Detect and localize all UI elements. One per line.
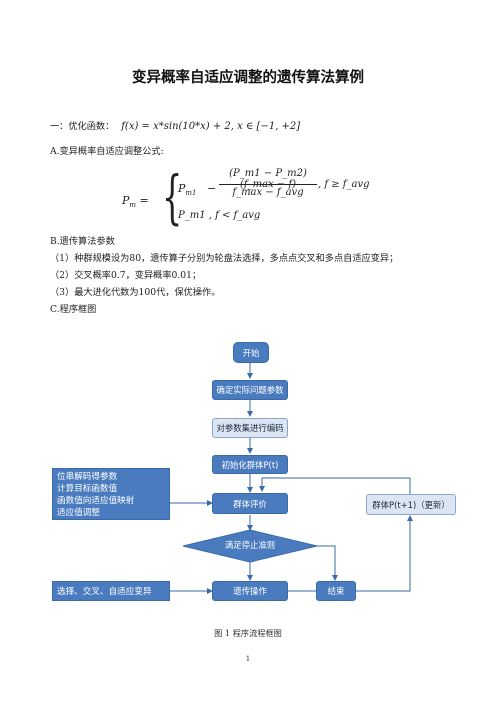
note-compute-objective: 计算目标函数值 bbox=[57, 484, 118, 494]
figure-caption: 图 1 程序流程框图 bbox=[214, 628, 282, 638]
section-c-heading: C.程序框图 bbox=[50, 304, 97, 315]
param-item-3: （3）最大进化代数为100代，保优操作。 bbox=[50, 287, 221, 298]
step-evaluate-population: 群体评价 bbox=[212, 493, 288, 514]
case1-lead: Pm1 bbox=[178, 182, 197, 198]
problem-prefix: 一：优化函数： bbox=[50, 121, 115, 132]
mutation-formula: Pm = { Pm1 − (P_m1 − P_m2)(f_max − f) f_… bbox=[0, 164, 496, 236]
step-genetic-operations: 遗传操作 bbox=[212, 581, 288, 601]
section-a-heading: A.变异概率自适应调整公式: bbox=[50, 146, 164, 157]
formula-brace: { bbox=[162, 163, 183, 231]
case1-condition: , f ≥ f_avg bbox=[318, 179, 370, 190]
genetic-operations-note: 选择、交叉、自适应变异 bbox=[52, 581, 170, 601]
decision-diamond bbox=[182, 529, 318, 563]
problem-line: 一：优化函数： f(x) = x*sin(10*x) + 2, x ∈ [−1,… bbox=[50, 121, 300, 133]
note-decode: 位串解码得参数 bbox=[57, 472, 118, 482]
end-node: 结束 bbox=[316, 581, 356, 601]
arrow-update-to-step4 bbox=[259, 477, 411, 494]
arrow-step5-to-update bbox=[287, 515, 413, 592]
evaluation-notes: 位串解码得参数 计算目标函数值 函数值向适应值映射 适应值调整 bbox=[52, 468, 170, 520]
step-define-parameters: 确定实际问题参数 bbox=[212, 380, 288, 400]
arrow-decision-to-end bbox=[317, 545, 338, 581]
document-title: 变异概率自适应调整的遗传算法算例 bbox=[132, 70, 364, 86]
note-fitness-adjust: 适应值调整 bbox=[57, 508, 100, 518]
formula-denominator: f_max − f_avg bbox=[232, 187, 304, 198]
decision-label: 满足停止准则 bbox=[224, 540, 276, 550]
case1-minus: − bbox=[207, 182, 217, 195]
param-item-1: （1）种群规模设为80，遗传算子分别为轮盘法选择，多点点交叉和多点自适应变异； bbox=[50, 253, 399, 264]
case2-expression: P_m1 , f < f_avg bbox=[178, 210, 261, 221]
section-b-heading: B.遗传算法参数 bbox=[50, 236, 115, 247]
formula-lhs: Pm = bbox=[122, 194, 149, 210]
note-fitness-mapping: 函数值向适应值映射 bbox=[57, 496, 135, 506]
update-population: 群体P(t+1)（更新） bbox=[366, 494, 456, 515]
fraction-bar bbox=[219, 184, 317, 185]
step-encode-parameters: 对参数集进行编码 bbox=[212, 418, 288, 438]
param-item-2: （2）交叉概率0.7，变异概率0.01； bbox=[50, 270, 202, 281]
page-number: 1 bbox=[245, 655, 251, 663]
objective-function: f(x) = x*sin(10*x) + 2, x ∈ [−1, +2] bbox=[121, 121, 301, 132]
step-init-population: 初始化群体P(t) bbox=[212, 455, 288, 474]
start-node: 开始 bbox=[233, 342, 269, 363]
